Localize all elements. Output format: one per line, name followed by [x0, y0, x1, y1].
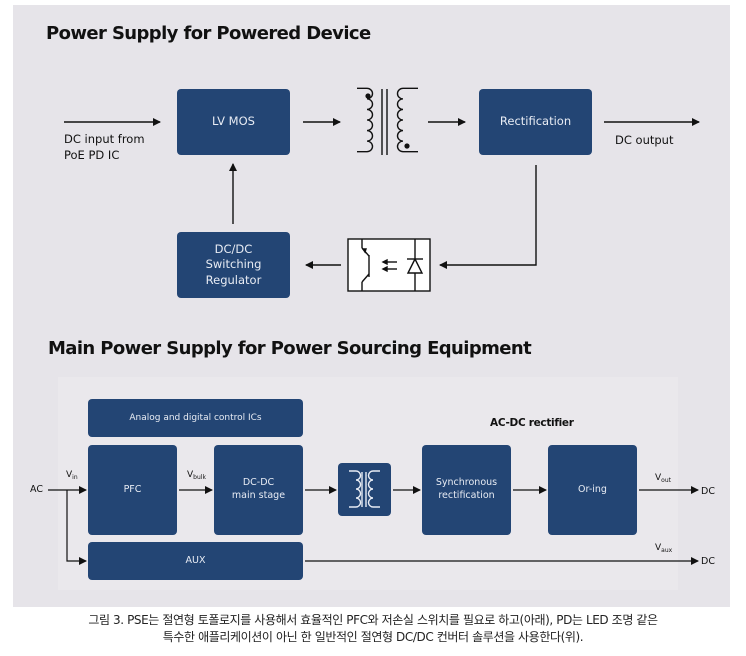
control-ics-block: Analog and digital control ICs: [88, 399, 303, 437]
ac-label: AC: [30, 484, 43, 495]
top-diagram-title: Power Supply for Powered Device: [46, 23, 371, 44]
bottom-diagram-title: Main Power Supply for Power Sourcing Equ…: [48, 338, 532, 359]
dc-input-label: DC input from PoE PD IC: [64, 131, 145, 163]
sync-label-line1: Synchronous: [435, 477, 498, 489]
or-ing-block: Or-ing: [548, 445, 637, 535]
ac-dc-rectifier-label: AC-DC rectifier: [490, 417, 574, 429]
aux-label: AUX: [185, 554, 206, 566]
rectification-label: Rectification: [499, 114, 572, 129]
dcdc-label-line1: DC/DC: [214, 241, 253, 256]
vout-label: Vout: [655, 473, 671, 484]
vbulk-label: Vbulk: [187, 470, 206, 481]
dcdc-switching-regulator-block: DC/DC Switching Regulator: [177, 232, 290, 298]
figure-caption: 그림 3. PSE는 절연형 토폴로지를 사용해서 효율적인 PFC와 저손실 …: [0, 612, 746, 646]
caption-line1: 그림 3. PSE는 절연형 토폴로지를 사용해서 효율적인 PFC와 저손실 …: [88, 613, 658, 627]
optocoupler-icon: [347, 238, 431, 292]
pfc-label: PFC: [123, 483, 142, 495]
or-ing-label: Or-ing: [578, 483, 607, 495]
sync-label-line2: rectification: [438, 490, 495, 501]
transformer-block: [338, 463, 391, 516]
dcdc-main-stage-block: DC-DC main stage: [214, 445, 303, 535]
ac-to-aux-arrow: [66, 490, 87, 565]
lv-mos-block: LV MOS: [177, 89, 290, 155]
vin-label: Vin: [66, 470, 78, 481]
dc-output-aux-label: DC: [701, 556, 715, 567]
vaux-label: Vaux: [655, 543, 673, 554]
dcdc-label-line2: Switching: [205, 257, 262, 272]
dc-output-label: DC output: [615, 133, 674, 147]
dc-input-label-line1: DC input from: [64, 132, 145, 146]
lv-mos-label: LV MOS: [212, 114, 255, 129]
control-ics-label: Analog and digital control ICs: [129, 412, 262, 423]
dcdc-label-line3: Regulator: [205, 272, 262, 287]
transformer-icon: [357, 87, 418, 155]
dcdc-main-label-line1: DC-DC: [242, 477, 275, 489]
synchronous-rectification-block: Synchronous rectification: [422, 445, 511, 535]
rectification-block: Rectification: [479, 89, 592, 155]
dc-output-main-label: DC: [701, 486, 715, 497]
dcdc-main-label-line2: main stage: [231, 490, 286, 501]
transformer-icon: [349, 470, 380, 508]
aux-block: AUX: [88, 542, 303, 580]
feedback-to-optocoupler-arrow: [439, 165, 537, 269]
pfc-block: PFC: [88, 445, 177, 535]
caption-line2: 특수한 애플리케이션이 아닌 한 일반적인 절연형 DC/DC 컨버터 솔루션을…: [162, 630, 584, 644]
dc-input-label-line2: PoE PD IC: [64, 148, 120, 163]
